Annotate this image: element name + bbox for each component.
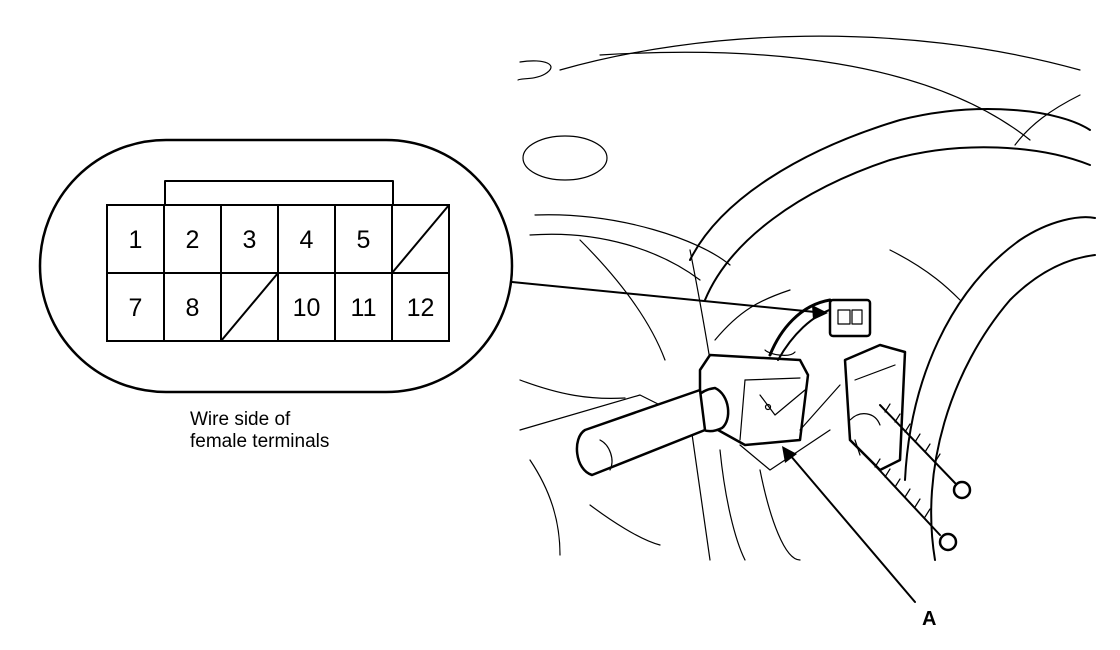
terminal-cavity-9-empty (220, 272, 279, 342)
terminal-10: 10 (293, 294, 321, 322)
terminal-2: 2 (186, 226, 200, 254)
terminal-5: 5 (357, 226, 371, 254)
callout-a-leader (782, 446, 916, 603)
harness-connector (764, 298, 872, 361)
callout-label-a: A (922, 608, 936, 630)
terminal-11: 11 (351, 294, 377, 322)
caption-line-1: Wire side of (190, 409, 291, 430)
terminal-3: 3 (243, 226, 257, 254)
connector-pointer-arrow (511, 281, 828, 320)
terminal-12: 12 (407, 294, 435, 322)
caption-line-2: female terminals (190, 431, 329, 452)
terminal-cavity-6-empty (391, 204, 450, 274)
screw-lower (869, 458, 958, 552)
screw-upper (879, 403, 972, 500)
terminal-4: 4 (300, 226, 314, 254)
steering-wheel-outline (689, 108, 1096, 561)
connector-face: 1 2 3 4 5 7 8 10 11 12 (106, 180, 450, 342)
terminal-8: 8 (186, 294, 200, 322)
terminal-7: 7 (129, 294, 143, 322)
combination-switch (575, 343, 907, 477)
terminal-1: 1 (129, 226, 143, 254)
connector-callout-frame (38, 138, 514, 394)
dashboard-outline (517, 35, 1081, 561)
